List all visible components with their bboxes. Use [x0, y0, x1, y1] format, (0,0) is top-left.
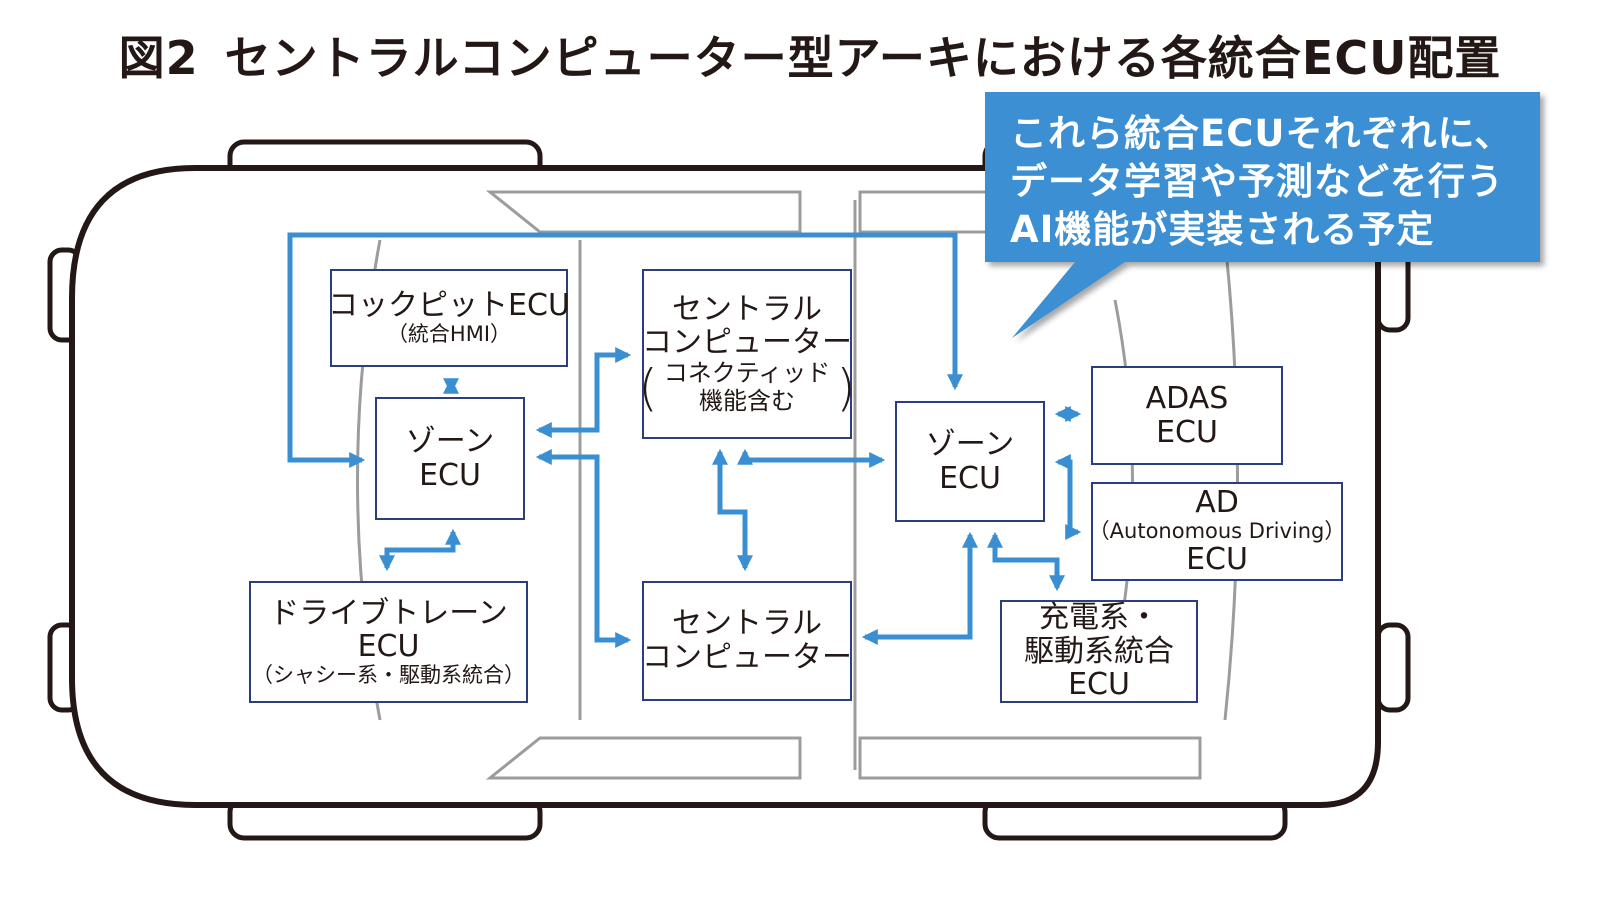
callout-bubble — [985, 92, 1540, 338]
door-front-left — [485, 190, 802, 234]
connections — [287, 232, 1082, 649]
node-label: ドライブトレーン — [269, 595, 508, 631]
node-sublabel: （Autonomous Driving） — [1088, 518, 1346, 543]
node-label: ECU — [357, 629, 420, 665]
side-line-right — [1223, 239, 1239, 721]
node-label: コンピューター — [642, 325, 852, 361]
connector-central-connected-central — [711, 448, 754, 572]
node-label: ECU — [1186, 542, 1248, 578]
cockpit-ecu-box: コックピットECU （統合HMI） — [328, 269, 570, 367]
central-computer-box: セントラル コンピューター — [642, 581, 852, 701]
zone-ecu-right-box: ゾーン ECU — [895, 401, 1045, 522]
node-label: コンピューター — [642, 640, 852, 675]
node-label: ECU — [939, 460, 1001, 496]
door-rear-right — [858, 736, 1202, 780]
callout-text: これら統合ECUそれぞれに、 データ学習や予測などを行う AI機能が実装される予… — [1010, 110, 1530, 254]
connector-loop-top — [287, 232, 964, 469]
node-sublabel: 機能含む — [699, 386, 795, 415]
mirror-right-bottom — [1375, 622, 1411, 713]
callout-line: データ学習や予測などを行う — [1010, 160, 1504, 204]
node-label: コックピットECU — [328, 288, 570, 324]
node-label: ECU — [1156, 414, 1218, 450]
node-label: AD — [1195, 485, 1239, 521]
node-sublabel-inner: コネクティッド 機能含む — [663, 359, 831, 415]
charging-drive-ecu-box: 充電系・ 駆動系統合 ECU — [1000, 600, 1198, 703]
callout-line: AI機能が実装される予定 — [1010, 208, 1435, 252]
node-label: セントラル — [672, 606, 822, 642]
node-label: セントラル — [672, 291, 822, 327]
title-text: セントラルコンピューター型アーキにおける各統合ECU配置 — [224, 31, 1502, 85]
node-label: 充電系・ — [1039, 600, 1159, 636]
door-rear-left — [485, 736, 802, 780]
node-label: ECU — [1068, 667, 1130, 703]
node-sublabel: コネクティッド — [663, 359, 831, 387]
connector-zone-left-central-connected — [535, 346, 632, 439]
connector-zone-left-central — [535, 448, 632, 649]
central-computer-connected-box: セントラル コンピューター ( コネクティッド 機能含む ) — [638, 269, 856, 439]
paren-left-glyph: ( — [638, 358, 658, 417]
node-sublabel-group: ( コネクティッド 機能含む ) — [638, 358, 856, 417]
figure-label: 図2 — [118, 31, 199, 85]
connector-zone-right-charging — [986, 531, 1066, 592]
ad-ecu-box: AD （Autonomous Driving） ECU — [1088, 482, 1346, 581]
connector-zone-left-drivetrain — [378, 528, 462, 572]
paren-right-glyph: ) — [836, 358, 856, 417]
node-label: ゾーン — [405, 423, 495, 459]
node-label: ECU — [419, 457, 481, 493]
connector-central-zone-right — [861, 531, 979, 646]
callout-line: これら統合ECUそれぞれに、 — [1010, 112, 1513, 155]
node-label: ADAS — [1145, 380, 1229, 416]
zone-ecu-left-box: ゾーン ECU — [375, 397, 525, 520]
drivetrain-ecu-box: ドライブトレーン ECU （シャシー系・駆動系統合） — [249, 581, 528, 703]
adas-ecu-box: ADAS ECU — [1091, 366, 1283, 465]
page-title: 図2 セントラルコンピューター型アーキにおける各統合ECU配置 — [0, 22, 1620, 88]
node-sublabel: （統合HMI） — [386, 322, 512, 347]
node-label: 駆動系統合 — [1024, 633, 1174, 669]
node-sublabel: （シャシー系・駆動系統合） — [252, 662, 525, 687]
node-label: ゾーン — [925, 426, 1015, 462]
connector-zone-right-ad — [1054, 453, 1082, 541]
